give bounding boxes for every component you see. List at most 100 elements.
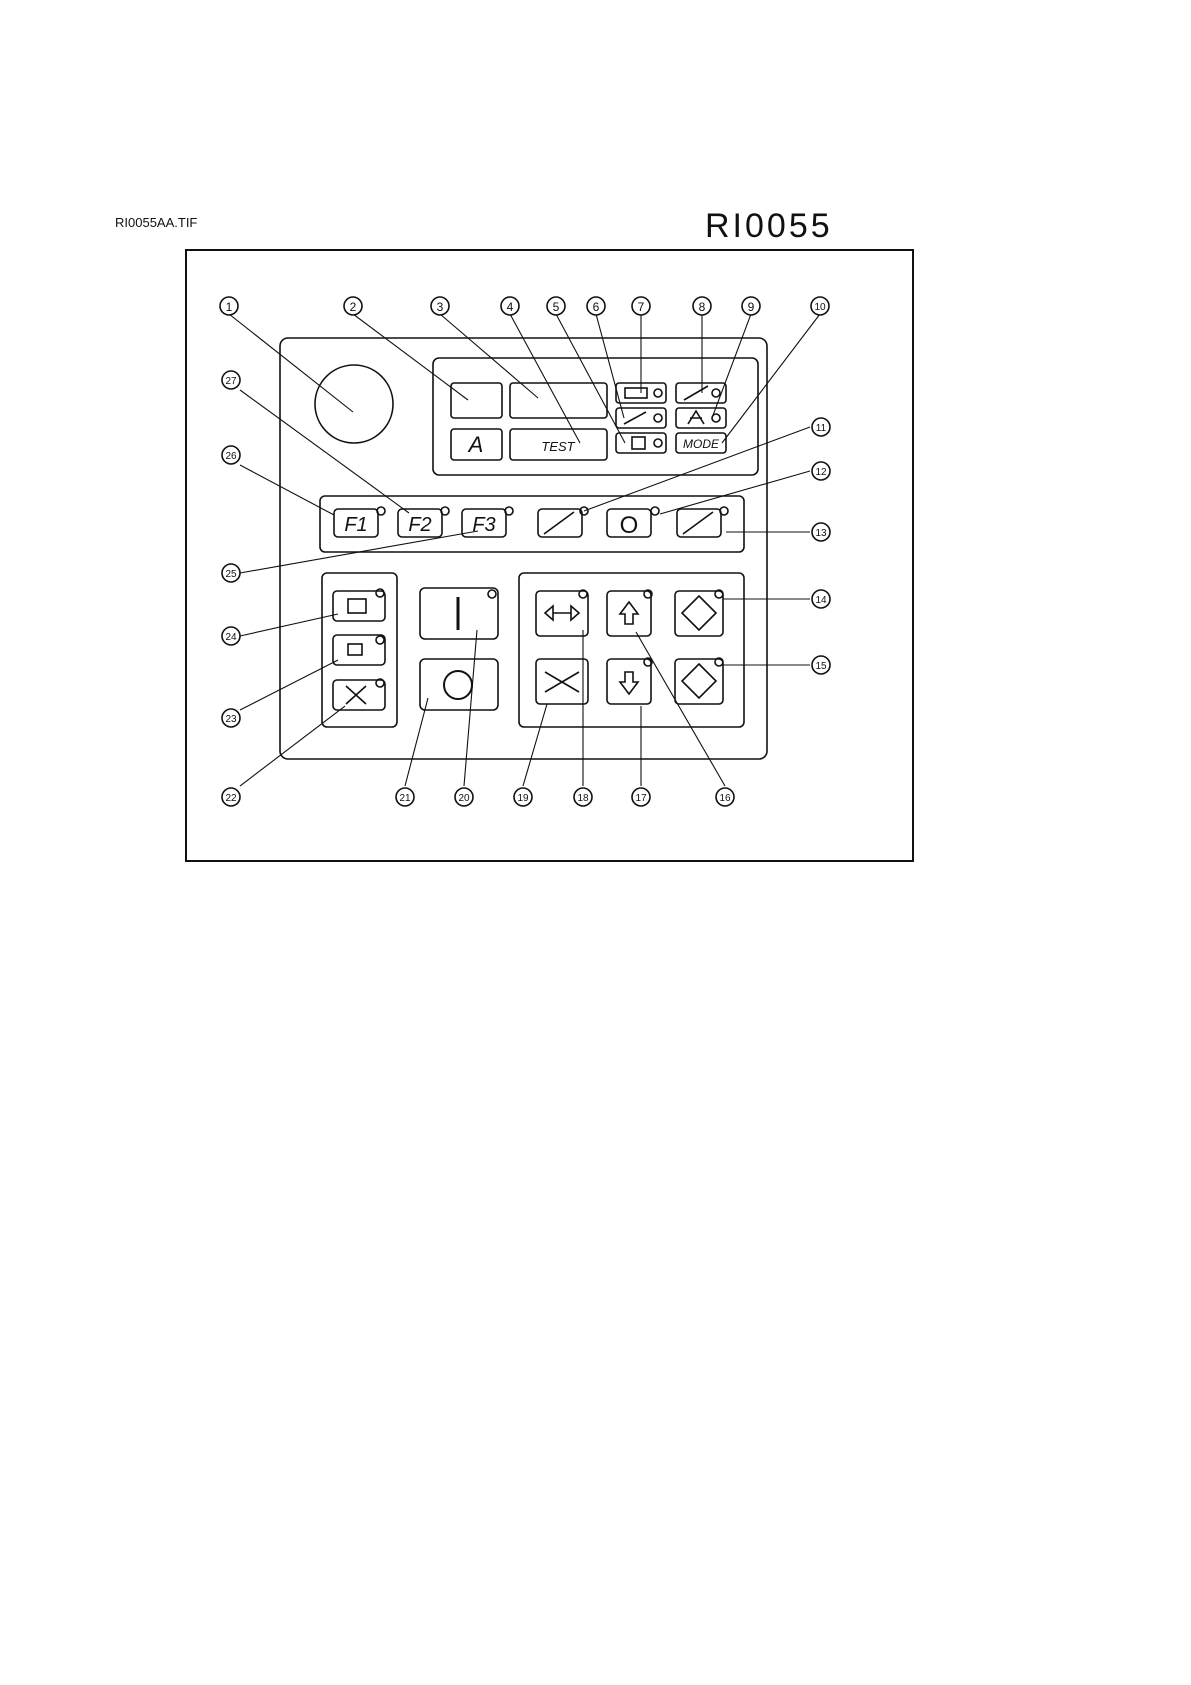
key-14-icon bbox=[682, 596, 716, 630]
figure-frame bbox=[186, 250, 913, 861]
leader-1 bbox=[229, 314, 353, 412]
leader-26 bbox=[240, 465, 334, 515]
key-22-icon bbox=[346, 686, 366, 704]
svg-text:19: 19 bbox=[517, 793, 529, 804]
svg-text:9: 9 bbox=[748, 300, 755, 314]
zero-label: O bbox=[620, 512, 639, 539]
test-label: TEST bbox=[541, 439, 575, 454]
callout-5: 5 bbox=[547, 297, 565, 315]
led-12 bbox=[651, 507, 659, 515]
led-6 bbox=[654, 414, 662, 422]
leader-21 bbox=[405, 698, 428, 786]
callout-1: 1 bbox=[220, 297, 238, 315]
svg-text:17: 17 bbox=[635, 793, 647, 804]
callout-21: 21 bbox=[396, 788, 414, 806]
callout-11: 11 bbox=[812, 418, 830, 436]
svg-text:6: 6 bbox=[593, 300, 600, 314]
callout-24: 24 bbox=[222, 627, 240, 645]
svg-text:27: 27 bbox=[225, 376, 237, 387]
callout-16: 16 bbox=[716, 788, 734, 806]
down-arrow-icon bbox=[620, 672, 638, 694]
callout-10: 10 bbox=[811, 297, 829, 315]
callout-9: 9 bbox=[742, 297, 760, 315]
leader-10 bbox=[722, 314, 820, 443]
leader-20 bbox=[464, 630, 477, 786]
key-23[interactable] bbox=[333, 635, 385, 665]
key-5-icon bbox=[632, 437, 645, 449]
svg-text:5: 5 bbox=[553, 300, 560, 314]
led-23 bbox=[376, 636, 384, 644]
leader-lines bbox=[229, 314, 820, 786]
svg-text:1: 1 bbox=[226, 300, 233, 314]
key-7-icon bbox=[625, 388, 647, 398]
svg-text:11: 11 bbox=[816, 423, 827, 434]
key-11-icon bbox=[544, 512, 574, 534]
callout-2: 2 bbox=[344, 297, 362, 315]
leader-23 bbox=[240, 660, 338, 710]
f3-label: F3 bbox=[472, 514, 495, 536]
key-18-icon bbox=[545, 606, 579, 620]
stop-key[interactable] bbox=[420, 659, 498, 710]
led-5 bbox=[654, 439, 662, 447]
main-display-window bbox=[510, 383, 607, 418]
mode-label: MODE bbox=[683, 437, 720, 451]
svg-text:12: 12 bbox=[815, 467, 827, 478]
leader-2 bbox=[353, 314, 468, 400]
indicator-window bbox=[451, 383, 502, 418]
leader-3 bbox=[440, 314, 538, 398]
start-led bbox=[488, 590, 496, 598]
svg-text:13: 13 bbox=[815, 528, 827, 539]
key-13-icon bbox=[683, 512, 713, 534]
svg-text:22: 22 bbox=[225, 793, 237, 804]
mode-a-label: A bbox=[467, 432, 484, 457]
key-19-icon bbox=[545, 672, 579, 692]
stop-icon bbox=[444, 671, 472, 699]
selector-knob[interactable] bbox=[315, 365, 393, 443]
callout-27: 27 bbox=[222, 371, 240, 389]
callout-26: 26 bbox=[222, 446, 240, 464]
key-6-icon bbox=[624, 412, 646, 424]
svg-text:24: 24 bbox=[225, 632, 237, 643]
svg-text:23: 23 bbox=[225, 714, 237, 725]
callout-13: 13 bbox=[812, 523, 830, 541]
callout-19: 19 bbox=[514, 788, 532, 806]
svg-text:8: 8 bbox=[699, 300, 706, 314]
function-row bbox=[320, 496, 744, 552]
leader-24 bbox=[240, 614, 338, 636]
svg-text:7: 7 bbox=[638, 300, 645, 314]
leader-4 bbox=[510, 314, 580, 443]
key-5[interactable] bbox=[616, 433, 666, 453]
svg-text:3: 3 bbox=[437, 300, 444, 314]
callout-25: 25 bbox=[222, 564, 240, 582]
svg-text:16: 16 bbox=[719, 793, 731, 804]
control-panel bbox=[280, 338, 767, 759]
callout-8: 8 bbox=[693, 297, 711, 315]
leader-12 bbox=[660, 471, 810, 514]
callout-23: 23 bbox=[222, 709, 240, 727]
leader-19 bbox=[523, 704, 547, 786]
up-arrow-icon bbox=[620, 602, 638, 624]
f2-label: F2 bbox=[408, 514, 431, 536]
up-key[interactable] bbox=[607, 591, 651, 636]
callout-15: 15 bbox=[812, 656, 830, 674]
callout-4: 4 bbox=[501, 297, 519, 315]
key-22[interactable] bbox=[333, 680, 385, 710]
callout-7: 7 bbox=[632, 297, 650, 315]
svg-text:4: 4 bbox=[507, 300, 514, 314]
svg-text:25: 25 bbox=[225, 569, 237, 580]
key-23-icon bbox=[348, 644, 362, 655]
callout-6: 6 bbox=[587, 297, 605, 315]
down-key[interactable] bbox=[607, 659, 651, 704]
callout-22: 22 bbox=[222, 788, 240, 806]
callout-12: 12 bbox=[812, 462, 830, 480]
svg-text:20: 20 bbox=[458, 793, 470, 804]
key-8-icon bbox=[684, 386, 708, 400]
svg-text:2: 2 bbox=[350, 300, 357, 314]
leader-9 bbox=[712, 314, 751, 418]
callout-18: 18 bbox=[574, 788, 592, 806]
f1-label: F1 bbox=[344, 514, 367, 536]
svg-text:10: 10 bbox=[814, 302, 826, 313]
leader-16 bbox=[636, 632, 725, 786]
led-8 bbox=[712, 389, 720, 397]
